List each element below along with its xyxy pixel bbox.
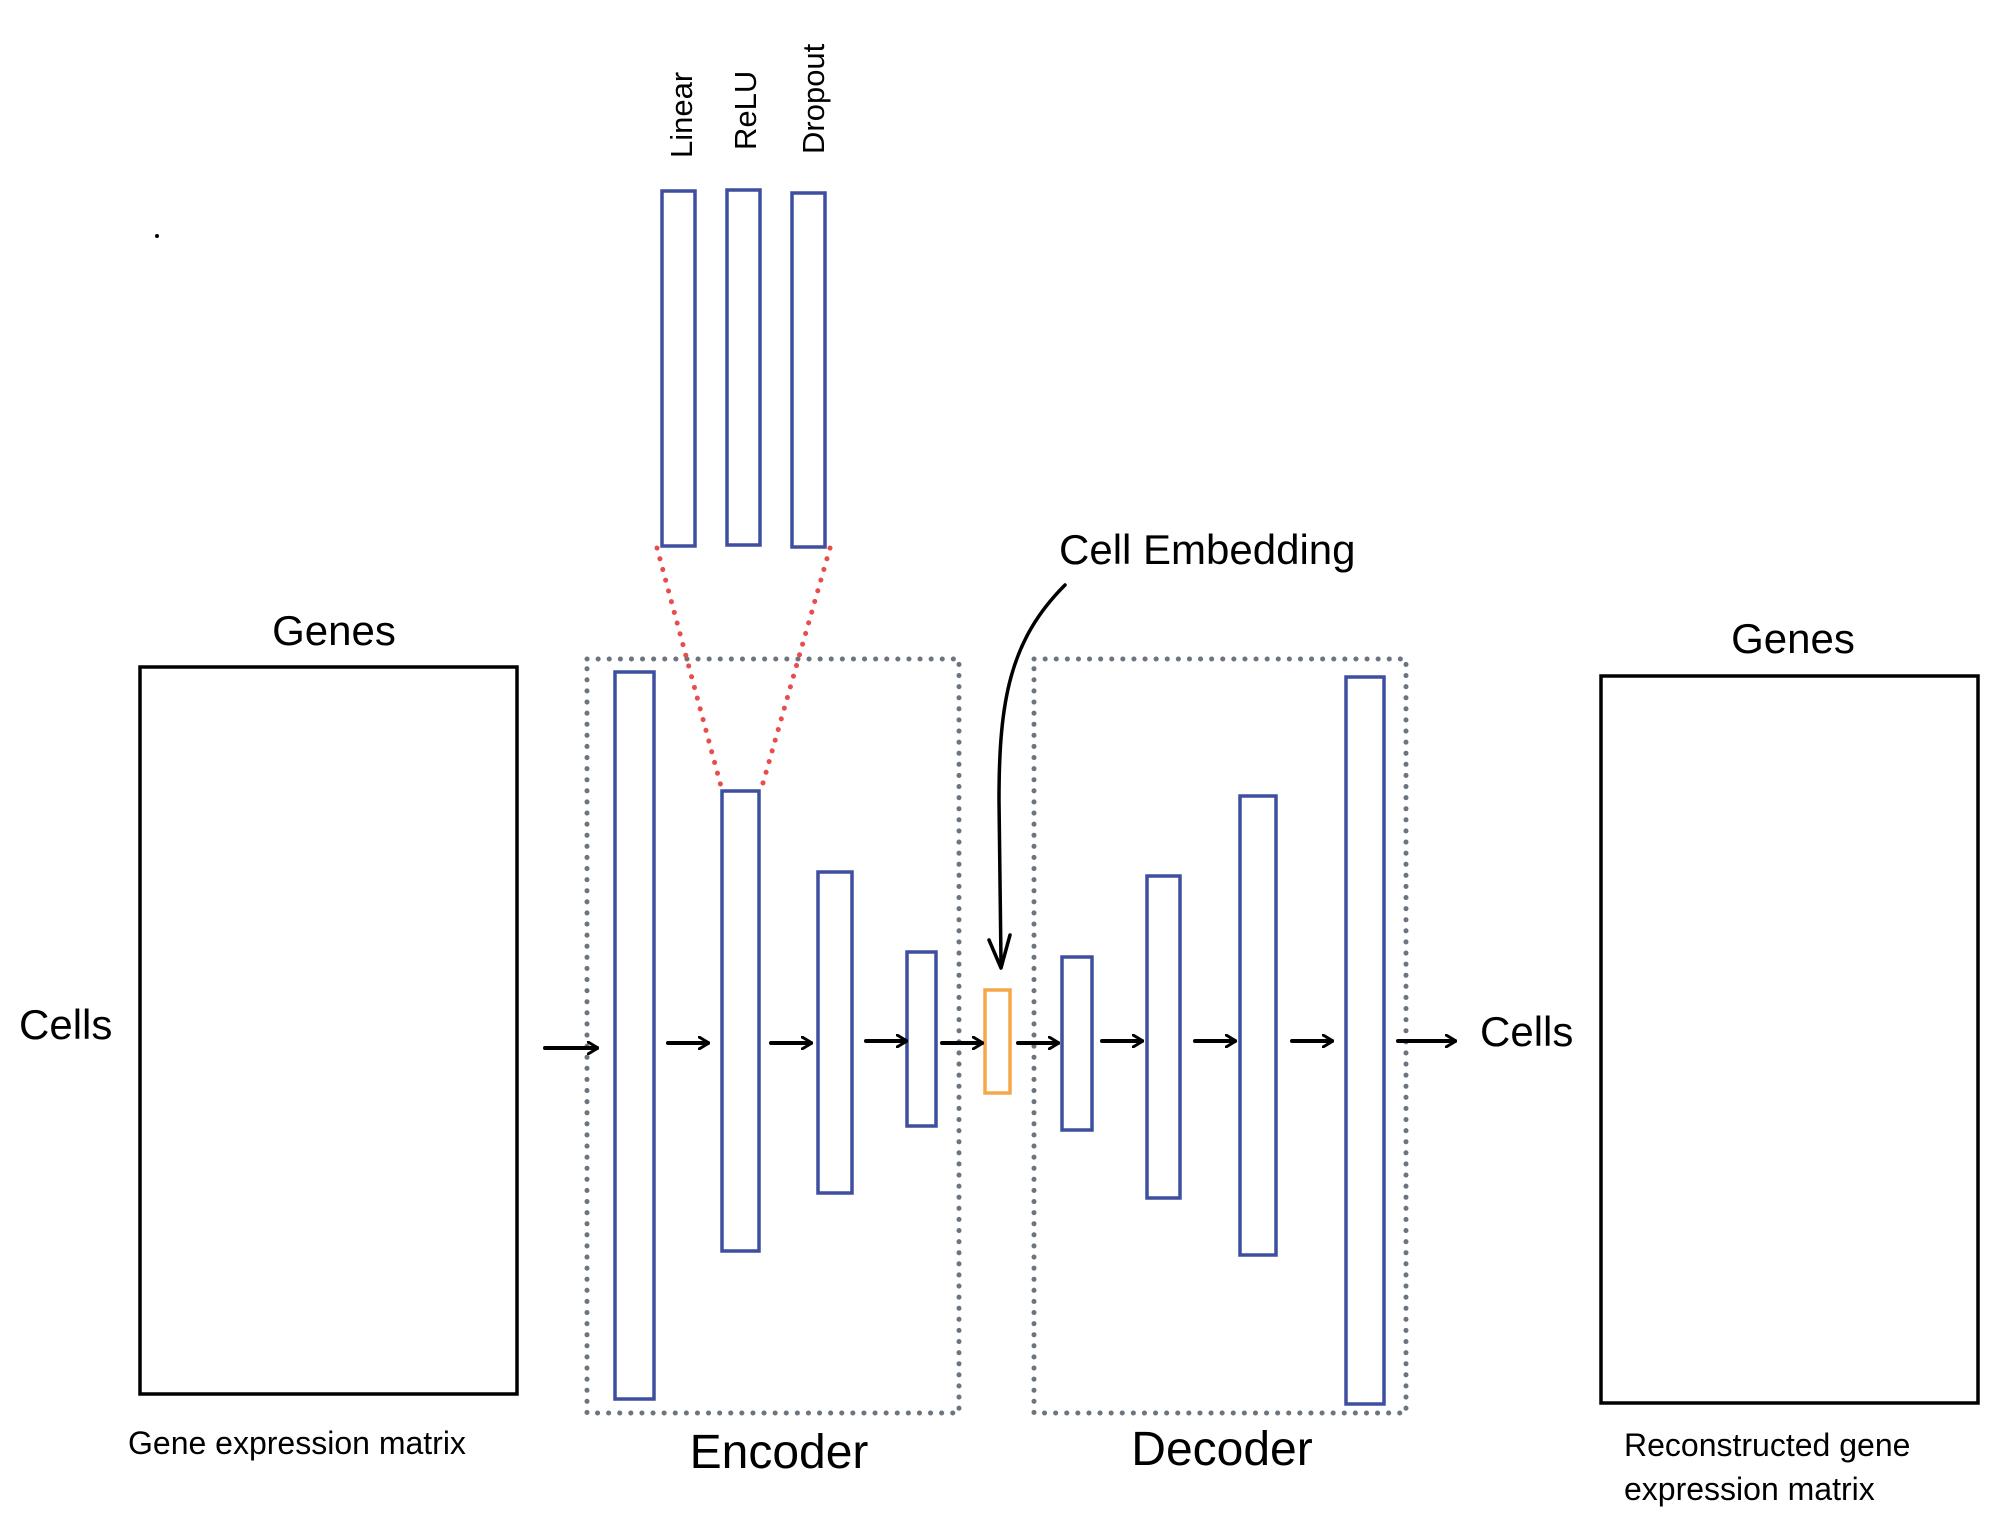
flow-arrows bbox=[543, 1041, 1457, 1048]
zoom-line-right bbox=[758, 545, 833, 793]
linear-block bbox=[660, 189, 697, 548]
embedding-label: Cell Embedding bbox=[1059, 526, 1356, 573]
encoder-layer bbox=[613, 670, 656, 1401]
embedding-pointer-arrow bbox=[997, 583, 1067, 964]
encoder-layer bbox=[905, 950, 938, 1128]
embedding-pointer-arrowhead bbox=[987, 933, 1012, 970]
decoder-border bbox=[1031, 656, 1409, 1416]
encoder-label: Encoder bbox=[690, 1426, 869, 1479]
input-genes-label: Genes bbox=[272, 607, 396, 654]
encoder-border bbox=[584, 656, 962, 1416]
output-matrix-caption-line1: Reconstructed gene bbox=[1624, 1427, 1910, 1463]
input-matrix-box bbox=[138, 665, 519, 1396]
decoder-module: Decoder bbox=[1031, 656, 1409, 1476]
decoder-layer bbox=[1145, 874, 1182, 1200]
linear-label: Linear bbox=[664, 72, 699, 158]
decoder-layer bbox=[1238, 794, 1278, 1257]
dropout-label: Dropout bbox=[796, 43, 831, 154]
input-matrix: Genes Cells Gene expression matrix bbox=[19, 607, 519, 1461]
input-cells-label: Cells bbox=[19, 1001, 112, 1048]
cell-embedding: Cell Embedding bbox=[983, 526, 1356, 1095]
zoom-line-left bbox=[654, 545, 725, 793]
relu-label: ReLU bbox=[728, 71, 763, 150]
encoder-module: Encoder bbox=[584, 656, 962, 1479]
decoder-layer bbox=[1060, 955, 1094, 1132]
output-matrix-box bbox=[1599, 674, 1980, 1405]
relu-block bbox=[725, 188, 762, 547]
layer-detail: Linear ReLU Dropout bbox=[654, 43, 833, 793]
stray-dot bbox=[155, 234, 159, 238]
embedding-layer bbox=[983, 988, 1012, 1095]
output-matrix: Genes Cells Reconstructed gene expressio… bbox=[1480, 615, 1980, 1507]
input-matrix-caption: Gene expression matrix bbox=[128, 1425, 466, 1461]
decoder-label: Decoder bbox=[1131, 1423, 1312, 1476]
decoder-layer bbox=[1344, 675, 1386, 1406]
output-genes-label: Genes bbox=[1731, 615, 1855, 662]
encoder-layer bbox=[816, 870, 854, 1195]
encoder-layer bbox=[720, 789, 761, 1253]
output-matrix-caption-line2: expression matrix bbox=[1624, 1471, 1875, 1507]
dropout-block bbox=[790, 191, 827, 549]
output-cells-label: Cells bbox=[1480, 1008, 1573, 1055]
